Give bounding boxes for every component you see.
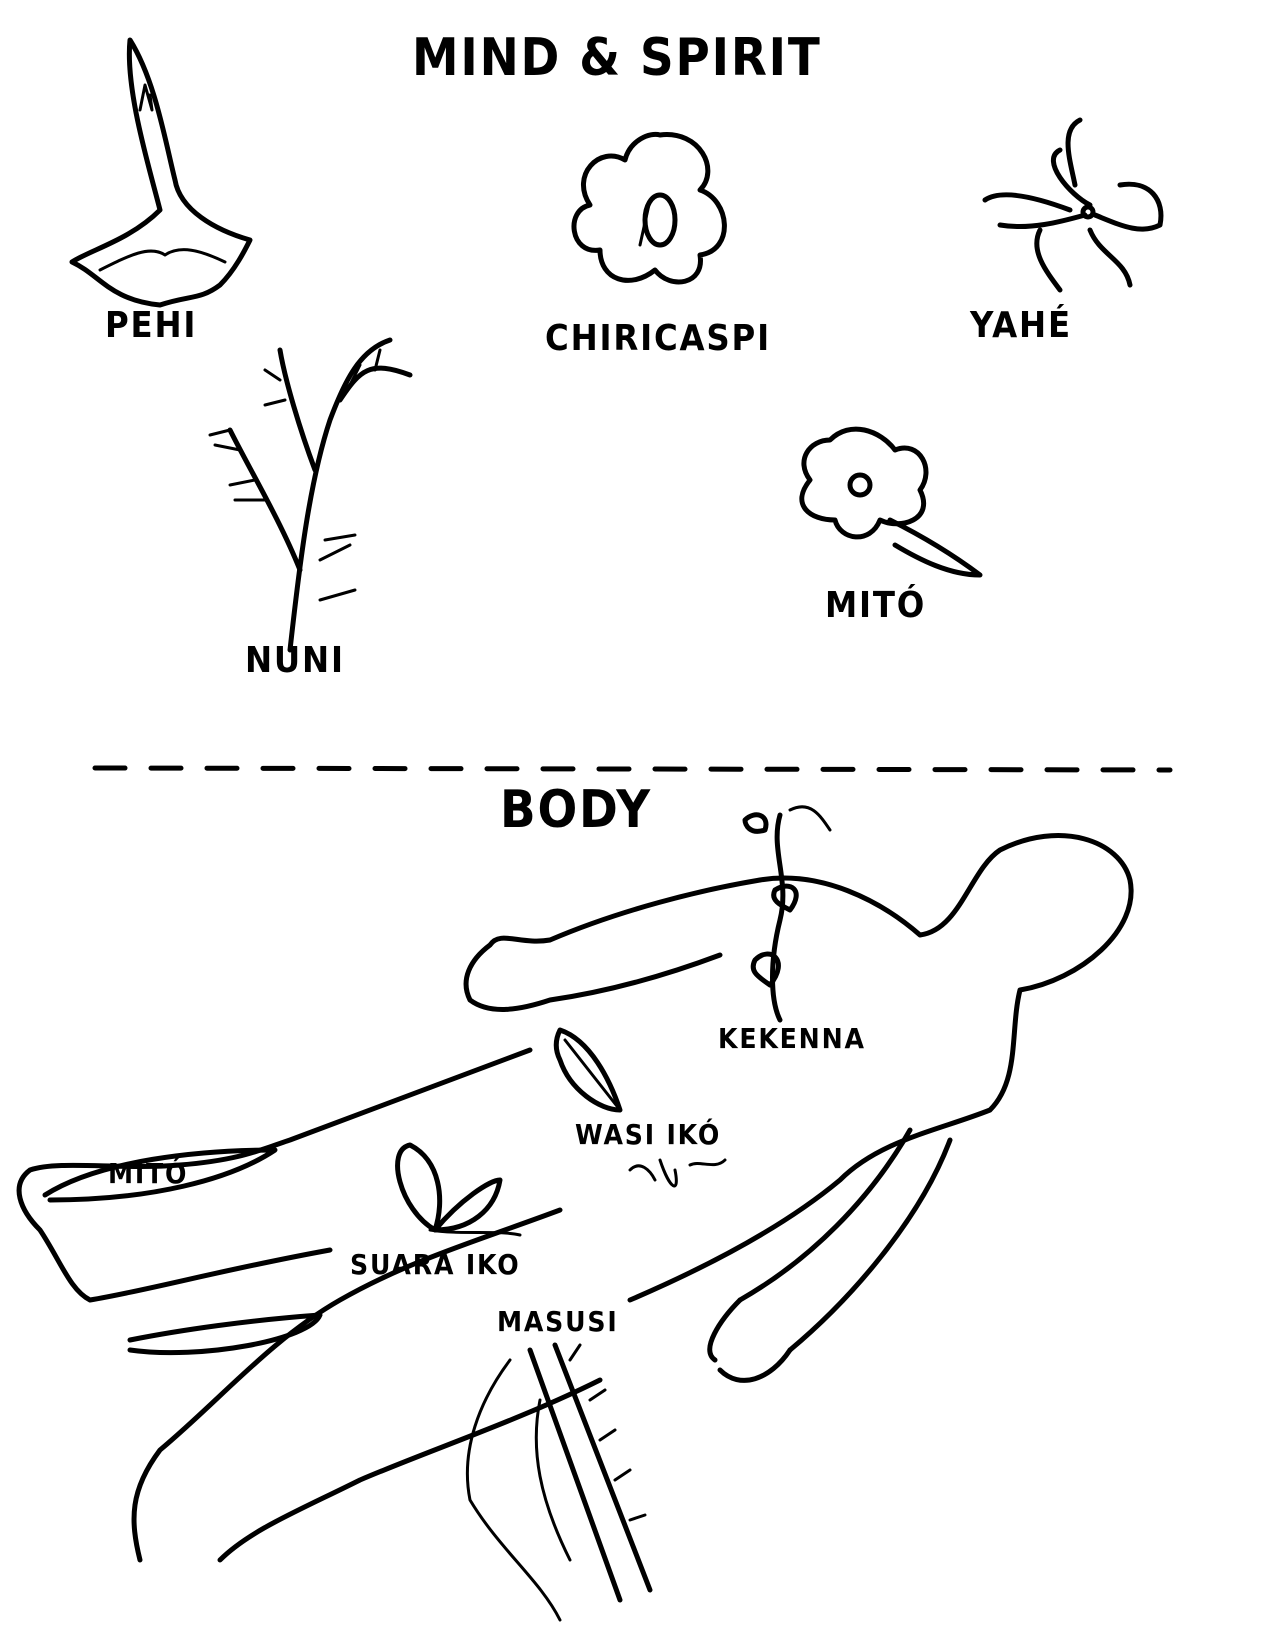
label-pehi: PEHI (105, 305, 198, 346)
label-suara-iko: SUARA IKO (350, 1248, 521, 1281)
label-mito-body: MITÓ (108, 1157, 189, 1190)
label-kekenna: KEKENNA (718, 1022, 866, 1055)
wasi-iko-leaf-drawing (553, 1027, 727, 1188)
mito-leaf-drawing (42, 1147, 278, 1203)
suara-iko-sprout-drawing (395, 1142, 522, 1237)
section-divider (92, 765, 1173, 773)
label-wasi-iko: WASI IKÓ (575, 1118, 722, 1151)
title-body: BODY (500, 780, 652, 840)
body-outline-drawing (16, 833, 1134, 1563)
pehi-flower-drawing (69, 37, 253, 308)
mito-flower-drawing (799, 426, 983, 578)
label-yahe: YAHÉ (970, 305, 1072, 346)
chiricaspi-flower-drawing (571, 131, 727, 285)
label-nuni: NUNI (245, 640, 345, 681)
masusi-plant-drawing (465, 1342, 653, 1622)
kekenna-vine-drawing (742, 805, 832, 1023)
nuni-plant-drawing (208, 337, 413, 653)
label-masusi: MASUSI (497, 1305, 619, 1338)
label-mito: MITÓ (825, 585, 927, 626)
yahe-flower-drawing (982, 117, 1164, 293)
label-chiricaspi: CHIRICASPI (545, 318, 771, 359)
title-mind-spirit: MIND & SPIRIT (412, 28, 822, 88)
